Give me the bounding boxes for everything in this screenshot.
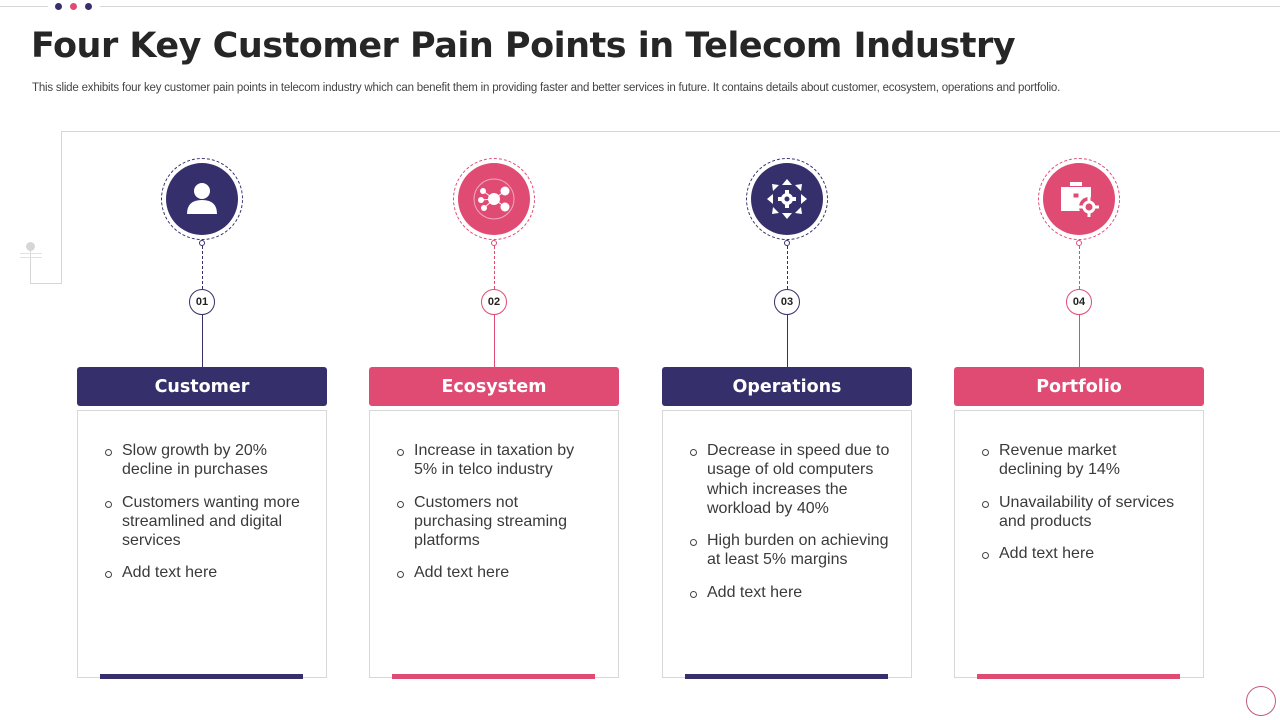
bullet-item: Decrease in speed due to usage of old co… — [689, 441, 891, 518]
slide-subtitle: This slide exhibits four key customer pa… — [32, 82, 1061, 94]
step-number: 02 — [481, 289, 507, 315]
frame-line — [61, 131, 62, 283]
card-header: Portfolio — [954, 367, 1204, 406]
connector-dashed — [1078, 246, 1080, 289]
frame-line — [30, 283, 62, 284]
top-rule — [0, 6, 48, 7]
bullet-item: Customers not purchasing streaming platf… — [396, 493, 598, 551]
accent-bar — [100, 674, 303, 679]
step-number: 01 — [189, 289, 215, 315]
decorative-dots — [55, 3, 92, 10]
top-rule — [100, 6, 1280, 7]
bullet-item: Add text here — [396, 563, 598, 582]
connector-line — [201, 315, 203, 367]
icon-ring — [746, 158, 828, 240]
connector-line — [786, 315, 788, 367]
bullet-list: Increase in taxation by 5% in telco indu… — [370, 411, 618, 583]
step-number: 03 — [774, 289, 800, 315]
connector-dashed — [786, 246, 788, 289]
network-nodes-icon — [458, 163, 530, 235]
card-header: Customer — [77, 367, 327, 406]
card-body: Increase in taxation by 5% in telco indu… — [369, 410, 619, 678]
frame-knob-icon — [26, 242, 35, 251]
bullet-list: Revenue market declining by 14% Unavaila… — [955, 411, 1203, 563]
connector-line — [493, 315, 495, 367]
bullet-item: High burden on achieving at least 5% mar… — [689, 531, 891, 570]
frame-line — [20, 253, 42, 254]
bullet-item: Add text here — [981, 544, 1183, 563]
connector-anchor — [784, 240, 790, 246]
dot-navy — [55, 3, 62, 10]
bullet-item: Increase in taxation by 5% in telco indu… — [396, 441, 598, 480]
bullet-list: Slow growth by 20% decline in purchases … — [78, 411, 326, 583]
card-header: Operations — [662, 367, 912, 406]
accent-bar — [977, 674, 1180, 679]
card-body: Revenue market declining by 14% Unavaila… — [954, 410, 1204, 678]
bullet-item: Revenue market declining by 14% — [981, 441, 1183, 480]
connector-dashed — [493, 246, 495, 289]
dot-navy — [85, 3, 92, 10]
frame-line — [61, 131, 1280, 132]
step-number: 04 — [1066, 289, 1092, 315]
connector-anchor — [491, 240, 497, 246]
slide-title: Four Key Customer Pain Points in Telecom… — [31, 26, 1016, 66]
accent-bar — [685, 674, 888, 679]
dot-pink — [70, 3, 77, 10]
card-body: Decrease in speed due to usage of old co… — [662, 410, 912, 678]
gear-arrows-icon — [751, 163, 823, 235]
bullet-item: Add text here — [104, 563, 306, 582]
icon-ring — [1038, 158, 1120, 240]
icon-ring — [453, 158, 535, 240]
frame-line — [20, 257, 42, 258]
card-header: Ecosystem — [369, 367, 619, 406]
user-icon — [166, 163, 238, 235]
icon-ring — [161, 158, 243, 240]
bullet-item: Customers wanting more streamlined and d… — [104, 493, 306, 551]
connector-anchor — [199, 240, 205, 246]
accent-bar — [392, 674, 595, 679]
connector-dashed — [201, 246, 203, 289]
connector-anchor — [1076, 240, 1082, 246]
connector-line — [1078, 315, 1080, 367]
briefcase-gear-icon — [1043, 163, 1115, 235]
bullet-item: Slow growth by 20% decline in purchases — [104, 441, 306, 480]
bullet-item: Add text here — [689, 583, 891, 602]
bullet-list: Decrease in speed due to usage of old co… — [663, 411, 911, 602]
corner-circle-icon — [1246, 686, 1276, 716]
card-body: Slow growth by 20% decline in purchases … — [77, 410, 327, 678]
frame-line — [30, 250, 31, 283]
bullet-item: Unavailability of services and products — [981, 493, 1183, 532]
